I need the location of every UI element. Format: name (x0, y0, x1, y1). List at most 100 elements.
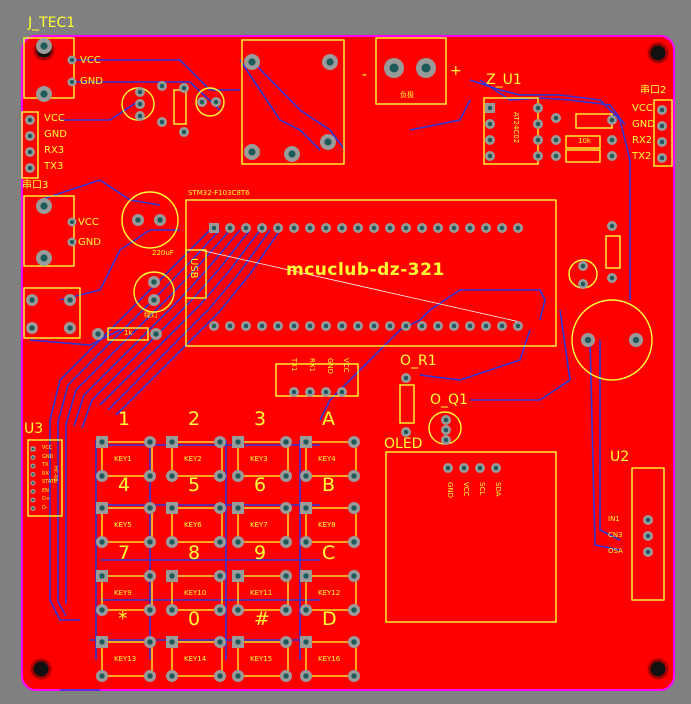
drill-hole (435, 323, 441, 329)
key-outline (305, 575, 357, 611)
drill-hole (31, 507, 35, 510)
key-label: KEY11 (250, 589, 273, 597)
drill-hole (153, 331, 159, 337)
drill-hole (283, 673, 289, 679)
drill-hole (487, 105, 493, 111)
drill-hole (291, 225, 297, 231)
drill-hole (351, 539, 357, 545)
oled-hdr-rx1: RX1 (308, 358, 316, 373)
drill-hole (248, 58, 256, 66)
drill-hole (632, 336, 640, 344)
drill-hole (99, 473, 105, 479)
oled-pin-gnd: GND (446, 482, 454, 499)
oled-ref: OLED (384, 436, 423, 452)
key-outline (171, 507, 223, 543)
drill-hole (487, 137, 493, 143)
drill-hole (487, 153, 493, 159)
drill-hole (137, 113, 143, 119)
drill-hole (483, 225, 489, 231)
drill-hole (283, 573, 289, 579)
drill-hole (135, 217, 141, 223)
drill-hole (387, 225, 393, 231)
drill-hole (483, 323, 489, 329)
drill-hole (419, 323, 425, 329)
drill-hole (147, 439, 153, 445)
drill-hole (27, 165, 33, 171)
drill-hole (235, 473, 241, 479)
drill-hole (217, 573, 223, 579)
drill-hole (403, 429, 409, 435)
serial1-pin-rx3: RX3 (44, 145, 65, 156)
drill-hole (535, 121, 541, 127)
drill-hole (419, 225, 425, 231)
ratsnest-line (199, 249, 521, 323)
key-label: KEY8 (318, 521, 336, 529)
power-in-pin-vcc: VCC (78, 217, 99, 228)
drill-hole (288, 150, 296, 158)
power-in-pin-gnd: GND (78, 237, 101, 248)
drill-hole (217, 673, 223, 679)
oled-pin-sda: SDA (494, 482, 502, 497)
serial1-pin-vcc: VCC (44, 113, 65, 124)
drill-hole (324, 138, 332, 146)
drill-hole (461, 465, 467, 471)
drill-hole (283, 473, 289, 479)
drill-hole (169, 639, 175, 645)
drill-hole (69, 239, 75, 245)
led-label: 绿灯 (144, 311, 158, 319)
drill-hole (235, 573, 241, 579)
drill-hole (235, 607, 241, 613)
drill-hole (169, 539, 175, 545)
drill-hole (217, 539, 223, 545)
drill-hole (199, 99, 205, 105)
key-label: KEY9 (114, 589, 132, 597)
oled-pin-scl: SCL (478, 482, 486, 496)
j-tec1-ref: J_TEC1 (28, 15, 76, 31)
drill-hole (31, 456, 35, 459)
z-u1-chip: AT24C02 (512, 112, 520, 144)
drill-hole (609, 117, 615, 123)
drill-hole (645, 549, 651, 555)
drill-hole (553, 115, 559, 121)
drill-hole (291, 389, 297, 395)
drill-hole (403, 225, 409, 231)
drill-hole (99, 539, 105, 545)
drill-hole (27, 149, 33, 155)
key-label: KEY13 (114, 655, 137, 663)
mounting-holes (30, 39, 669, 680)
drill-hole (303, 505, 309, 511)
drill-hole (69, 57, 75, 63)
oled-hdr-vcc: VCC (342, 358, 350, 373)
drill-hole (303, 607, 309, 613)
key-outline (305, 507, 357, 543)
drill-hole (645, 517, 651, 523)
key-glyph: 6 (254, 474, 267, 496)
drill-hole (339, 225, 345, 231)
drill-hole (580, 263, 586, 269)
u3-pin-label: GND (42, 453, 54, 460)
key-label: KEY3 (250, 455, 268, 463)
drill-hole (303, 473, 309, 479)
drill-hole (659, 107, 665, 113)
u2-pin-cn3: CN3 (608, 531, 623, 539)
u3-pin-label: RX (42, 470, 49, 477)
o-r1-ref: O_R1 (400, 353, 437, 369)
cap-label: 220uF (152, 249, 174, 257)
key-outline (305, 641, 357, 677)
drill-hole (584, 336, 592, 344)
drill-hole (443, 427, 449, 433)
drill-hole (99, 673, 105, 679)
u3-pin-label: STATE (42, 479, 58, 485)
key-glyph: 2 (188, 408, 201, 430)
drill-hole (291, 323, 297, 329)
key-label: KEY5 (114, 521, 132, 529)
drill-hole (307, 225, 313, 231)
drill-hole (659, 139, 665, 145)
serial1-ref: 串口3 (22, 180, 49, 191)
drill-hole (283, 539, 289, 545)
drill-hole (351, 473, 357, 479)
oled-hdr-gnd: GND (326, 358, 334, 375)
drill-hole (169, 505, 175, 511)
drill-hole (443, 417, 449, 423)
